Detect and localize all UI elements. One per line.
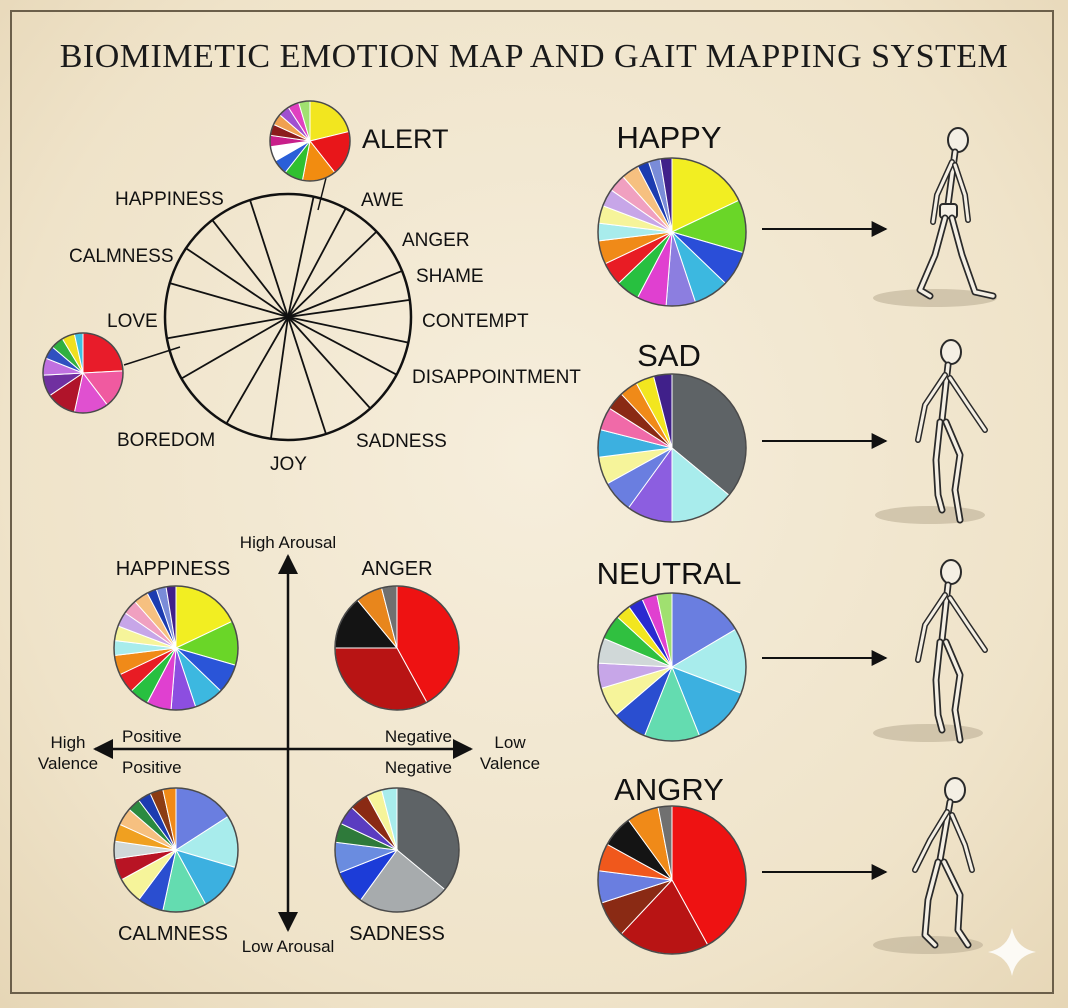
wheel-spoke xyxy=(287,207,347,318)
axis-label-high-arousal: High Arousal xyxy=(240,533,336,552)
wheel-label-shame: SHAME xyxy=(416,266,484,287)
wheel-spokes xyxy=(166,196,410,439)
wheel-label-love: LOVE xyxy=(107,311,158,332)
wheel-spoke xyxy=(185,247,289,318)
wheel-spoke xyxy=(287,316,409,344)
wheel-label-sadness: SADNESS xyxy=(356,431,447,452)
left-pie-pointer xyxy=(123,346,181,366)
gait-label-neutral: NEUTRAL xyxy=(597,556,742,591)
wheel-label-disappointment: DISAPPOINTMENT xyxy=(412,367,581,388)
emotion-wheel: ALERT HAPPINESS AWE ANGER SHAME CALMNESS… xyxy=(42,100,581,475)
wheel-spoke xyxy=(287,270,403,318)
pie-outline xyxy=(597,592,747,742)
wheel-outline xyxy=(163,192,413,442)
wheel-spoke xyxy=(249,199,289,318)
wheel-label-happiness: HAPPINESS xyxy=(115,189,224,210)
wheel-label-awe: AWE xyxy=(361,190,404,211)
wheel-spoke xyxy=(181,316,289,380)
wheel-spoke xyxy=(287,299,410,318)
pie-outline xyxy=(113,787,239,913)
wheel-spoke xyxy=(287,316,371,410)
quadrant-label-sadness: SADNESS xyxy=(349,923,445,945)
label-negative-bottom: Negative xyxy=(385,758,452,777)
wheel-label-alert: ALERT xyxy=(362,124,449,154)
love-side-pie xyxy=(42,332,124,414)
quadrant-label-anger: ANGER xyxy=(361,558,432,580)
label-positive-top: Positive xyxy=(122,727,182,746)
wheel-spoke xyxy=(225,316,289,424)
gait-mapping-column: HAPPY SAD NEUTRAL ANGRY xyxy=(597,120,997,955)
happy-gait-pie xyxy=(597,157,747,307)
wheel-label-anger: ANGER xyxy=(402,230,470,251)
quadrant-label-calmness: CALMNESS xyxy=(118,923,228,945)
neutral-walker-figure xyxy=(873,559,988,744)
angry-walker-figure xyxy=(873,777,983,954)
pie-outline xyxy=(597,373,747,523)
pie-outline xyxy=(597,157,747,307)
alert-pie xyxy=(269,100,351,182)
sparkle-icon xyxy=(988,928,1036,976)
wheel-label-calmness: CALMNESS xyxy=(69,246,174,267)
wheel-spoke xyxy=(287,230,378,318)
wheel-label-contempt: CONTEMPT xyxy=(422,311,529,332)
wheel-spoke xyxy=(211,219,289,318)
label-positive-bottom: Positive xyxy=(122,758,182,777)
angry-gait-pie xyxy=(597,805,747,955)
axis-label-line: Valence xyxy=(38,754,98,773)
sad-gait-pie xyxy=(597,373,747,523)
pie-outline xyxy=(334,787,460,913)
gait-label-angry: ANGRY xyxy=(614,772,724,807)
pie-outline xyxy=(42,332,124,414)
happy-walker-figure xyxy=(873,127,997,307)
wheel-spoke xyxy=(287,196,315,318)
wheel-spoke xyxy=(287,316,327,435)
label-negative-top: Negative xyxy=(385,727,452,746)
sadness-pie xyxy=(334,787,460,913)
wheel-label-boredom: BOREDOM xyxy=(117,430,215,451)
axis-label-line: Low xyxy=(494,733,526,752)
anger-pie xyxy=(334,585,460,711)
neutral-gait-pie xyxy=(597,592,747,742)
axis-label-line: High xyxy=(51,733,86,752)
pie-outline xyxy=(334,585,460,711)
wheel-spoke xyxy=(270,316,289,439)
gait-label-happy: HAPPY xyxy=(616,120,721,155)
wheel-spoke xyxy=(166,316,289,340)
happiness-pie xyxy=(113,585,239,711)
wheel-label-joy: JOY xyxy=(270,454,307,475)
wheel-spoke xyxy=(169,282,289,318)
calmness-pie xyxy=(113,787,239,913)
pie-outline xyxy=(113,585,239,711)
gait-label-sad: SAD xyxy=(637,338,701,373)
axis-label-line: Valence xyxy=(480,754,540,773)
page-title: BIOMIMETIC EMOTION MAP AND GAIT MAPPING … xyxy=(59,38,1009,75)
pie-outline xyxy=(597,805,747,955)
sad-walker-figure xyxy=(875,339,988,524)
pie-outline xyxy=(269,100,351,182)
alert-pointer xyxy=(317,177,327,211)
quadrant-label-happiness: HAPPINESS xyxy=(116,558,230,580)
wheel-spoke xyxy=(287,316,398,376)
axis-label-low-arousal: Low Arousal xyxy=(242,937,335,956)
